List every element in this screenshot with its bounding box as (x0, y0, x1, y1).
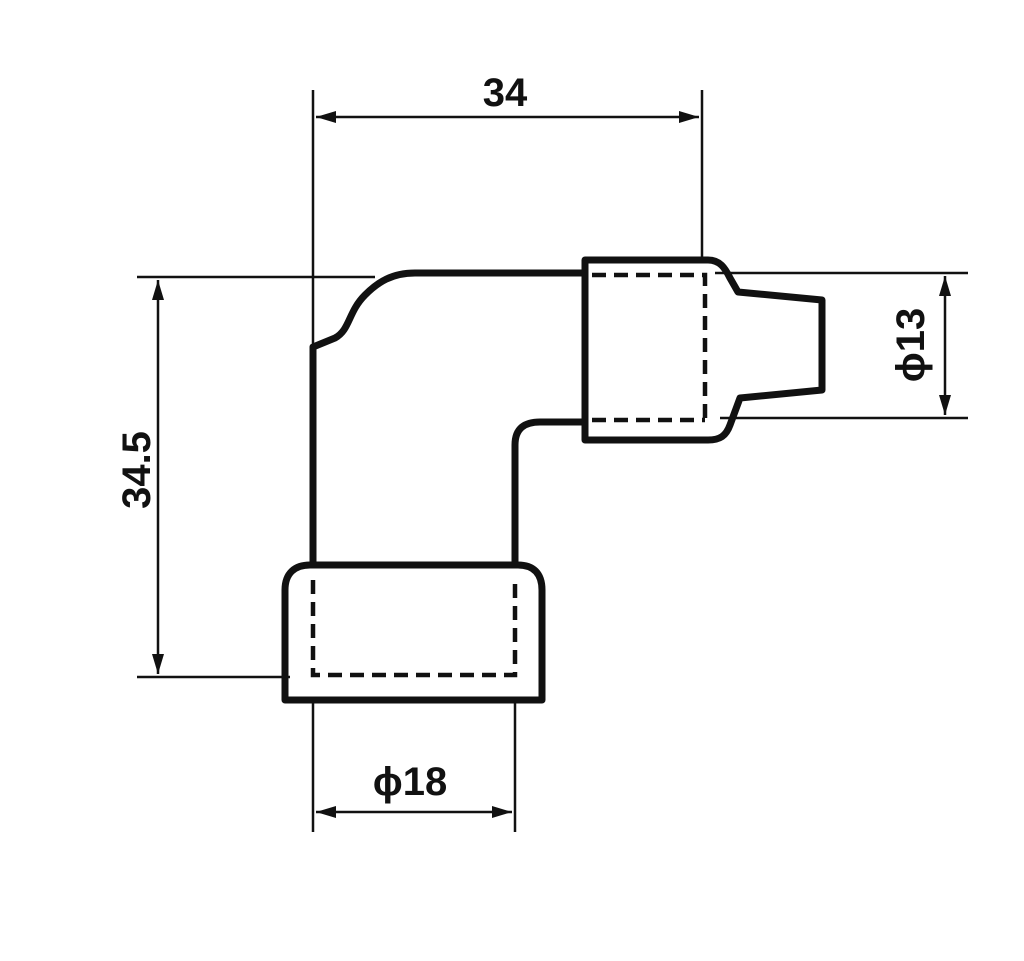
outlet-diameter-label: ϕ13 (889, 308, 933, 382)
outlet-cap (581, 256, 826, 444)
inlet-cap (281, 561, 546, 704)
width-label: 34 (483, 71, 528, 115)
inlet-diameter-dimension: ϕ18 (311, 700, 517, 832)
inlet-diameter-label: ϕ18 (373, 760, 447, 804)
elbow-body (309, 269, 589, 569)
width-dimension: 34 (311, 71, 704, 565)
height-label: 34.5 (115, 431, 159, 509)
outlet-diameter-dimension: ϕ13 (715, 271, 968, 420)
height-dimension: 34.5 (115, 275, 375, 679)
